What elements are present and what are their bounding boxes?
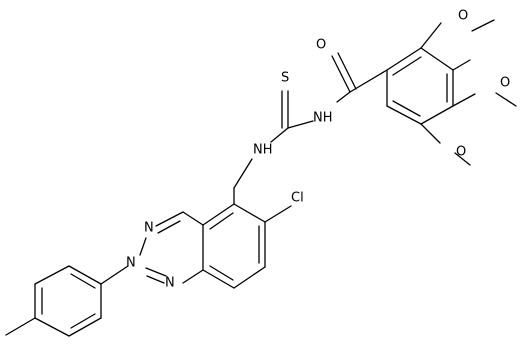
bond xyxy=(100,265,129,285)
bond xyxy=(386,105,422,125)
bond xyxy=(452,93,476,107)
bond xyxy=(182,269,204,284)
bond xyxy=(392,56,422,76)
bond xyxy=(270,127,289,143)
atom-label-methoxy-oxygen-bottom: O xyxy=(456,145,466,160)
bond xyxy=(209,212,234,230)
bond xyxy=(233,266,266,289)
bond-layer xyxy=(5,19,517,337)
bond xyxy=(139,237,147,256)
bond xyxy=(337,52,357,90)
bond xyxy=(155,211,184,227)
atom-label-triazole-n2: N xyxy=(126,256,136,271)
atom-label-triazole-n1: N xyxy=(144,221,154,236)
bond xyxy=(233,158,253,189)
bond xyxy=(68,265,102,285)
bond xyxy=(209,265,234,281)
bond xyxy=(233,203,266,223)
bond xyxy=(420,47,454,71)
atom-label-layer: O S NH NH Cl N N N O O O xyxy=(126,9,510,291)
bond xyxy=(146,275,165,284)
bond xyxy=(454,152,471,166)
bond xyxy=(202,203,235,226)
bond xyxy=(392,100,421,117)
bond xyxy=(420,123,441,144)
atom-label-oxygen-carbonyl: O xyxy=(316,38,326,53)
bond xyxy=(386,47,422,71)
bond xyxy=(68,317,102,337)
atom-label-triazole-n3: N xyxy=(165,276,175,291)
bond xyxy=(420,105,454,125)
bond xyxy=(331,55,351,93)
bond xyxy=(145,267,167,277)
bond xyxy=(264,205,292,223)
bond xyxy=(182,211,204,226)
atom-label-chlorine: Cl xyxy=(291,191,304,206)
bond xyxy=(495,92,517,107)
atom-label-methoxy-oxygen-middle: O xyxy=(500,76,510,91)
bond xyxy=(471,19,495,32)
bond xyxy=(157,220,181,234)
bond xyxy=(287,120,314,129)
bond xyxy=(5,317,36,336)
bond xyxy=(202,269,235,289)
atom-label-methoxy-oxygen-top: O xyxy=(458,9,468,24)
bond xyxy=(336,91,351,103)
bond xyxy=(34,265,70,285)
atom-label-sulfur: S xyxy=(281,71,289,86)
atom-label-amide-nh: NH xyxy=(313,111,333,126)
bond xyxy=(70,273,96,289)
bond xyxy=(349,69,388,93)
bond xyxy=(420,22,442,49)
atom-label-aryl-nh: NH xyxy=(253,143,273,158)
bond xyxy=(34,317,70,337)
bond xyxy=(452,59,471,71)
bond xyxy=(70,313,96,329)
